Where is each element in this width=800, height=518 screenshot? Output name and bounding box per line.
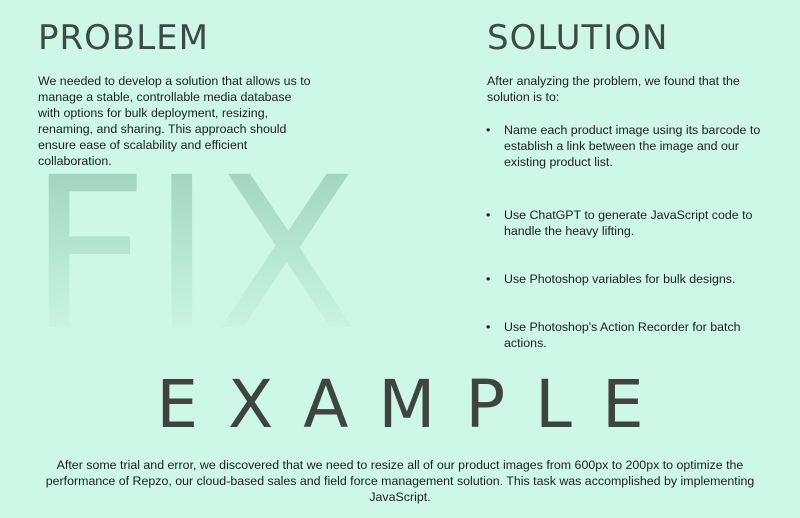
example-heading: EXAMPLE	[156, 366, 674, 443]
bullet-icon: •	[486, 123, 491, 137]
solution-list-item: • Use Photoshop variables for bulk desig…	[484, 271, 764, 287]
solution-list-item: • Use Photoshop's Action Recorder for ba…	[484, 319, 764, 351]
solution-item-text: Use Photoshop's Action Recorder for batc…	[504, 320, 741, 350]
solution-list: • Name each product image using its barc…	[484, 122, 764, 351]
solution-list-item: • Name each product image using its barc…	[484, 122, 764, 170]
solution-item-text: Name each product image using its barcod…	[504, 123, 761, 169]
bullet-icon: •	[486, 272, 491, 286]
solution-item-text: Use Photoshop variables for bulk designs…	[504, 272, 736, 286]
problem-heading: PROBLEM	[38, 18, 209, 58]
solution-heading: SOLUTION	[487, 18, 669, 58]
problem-description: We needed to develop a solution that all…	[38, 74, 311, 168]
bullet-icon: •	[486, 208, 491, 222]
fix-watermark: FIX	[28, 132, 361, 377]
example-description: After some trial and error, we discovere…	[45, 458, 755, 504]
solution-intro: After analyzing the problem, we found th…	[487, 74, 740, 104]
solution-item-text: Use ChatGPT to generate JavaScript code …	[504, 208, 753, 238]
solution-list-item: • Use ChatGPT to generate JavaScript cod…	[484, 207, 764, 239]
bullet-icon: •	[486, 320, 491, 334]
